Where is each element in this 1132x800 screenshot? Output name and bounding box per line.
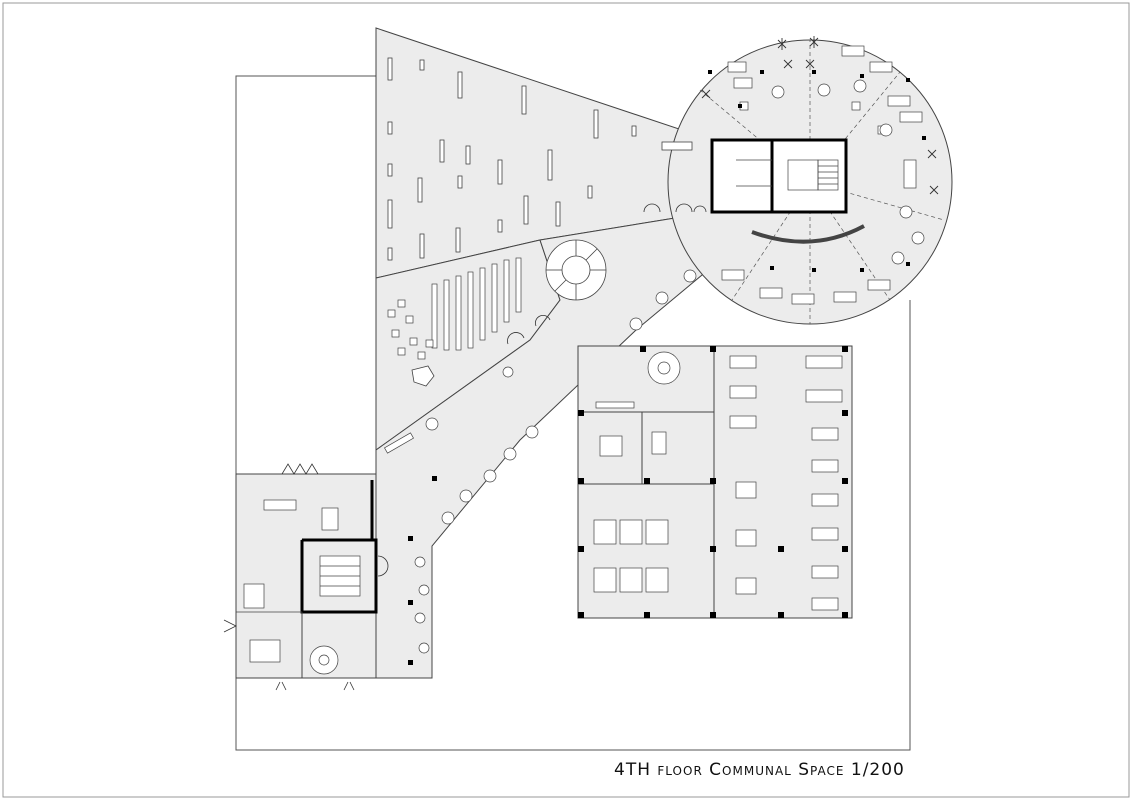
office-spiral-stair <box>647 351 681 385</box>
residential-interior <box>236 499 361 678</box>
lounge-chairs <box>387 299 434 360</box>
hub-columns <box>708 70 926 272</box>
spiral-stair-icon <box>545 239 607 301</box>
stair-icon <box>736 159 839 191</box>
office-tables <box>593 355 843 611</box>
hub-core <box>710 138 848 214</box>
hub-seating <box>721 45 925 305</box>
plan-title: 4TH floor Communal Space 1/200 <box>614 760 905 780</box>
library-shelves <box>387 57 693 261</box>
auditorium-seating <box>431 257 522 351</box>
column-icon <box>408 476 437 665</box>
plant-icon <box>701 36 939 195</box>
piano-icon <box>411 365 435 387</box>
office-columns <box>578 346 848 618</box>
residential-walls <box>300 480 378 614</box>
hub-bench <box>751 224 865 244</box>
door-swing-icon <box>223 203 707 691</box>
concourse-furniture <box>384 269 697 654</box>
site-boundary <box>235 75 911 751</box>
